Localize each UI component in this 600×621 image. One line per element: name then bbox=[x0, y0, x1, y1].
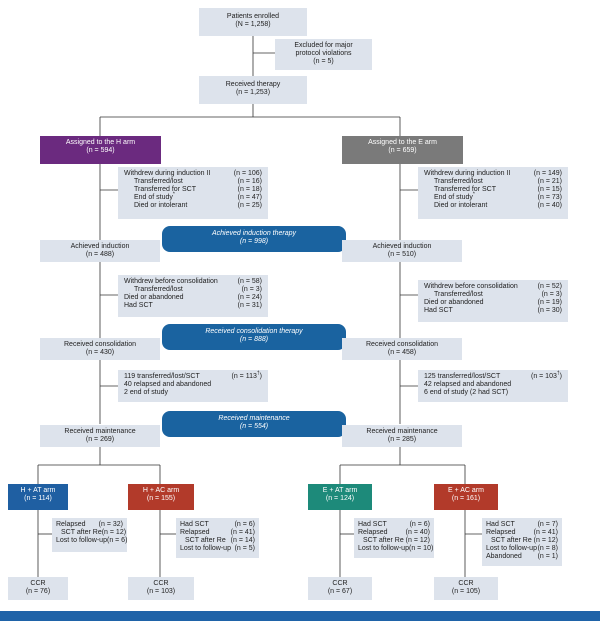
achieved-induction-pill: Achieved induction therapy (n = 998) bbox=[162, 226, 346, 252]
received-maint-h-box: Received maintenance (n = 269) bbox=[40, 425, 160, 447]
withdrew-induction-e-box: Withdrew during induction II(n = 149) Tr… bbox=[418, 167, 568, 219]
list-item: Lost to follow-up(n = 6) bbox=[56, 537, 128, 544]
received-therapy-box: Received therapy (n = 1,253) bbox=[199, 76, 307, 104]
h-arm-box: Assigned to the H arm (n = 594) bbox=[40, 136, 161, 164]
list-item: Transferred/lost(n = 21) bbox=[434, 178, 562, 185]
list-item: Relapsed(n = 41) bbox=[180, 529, 255, 536]
list-item: Withdrew during induction II(n = 149) bbox=[424, 170, 562, 177]
excluded-label-1: Excluded for major bbox=[294, 42, 353, 49]
list-item: SCT after Re(n = 12) bbox=[363, 537, 430, 544]
received-maintenance-pill: Received maintenance (n = 554) bbox=[162, 411, 346, 437]
withdrew-induction-h-box: Withdrew during induction II(n = 106) Tr… bbox=[118, 167, 268, 219]
received-consolidation-pill: Received consolidation therapy (n = 888) bbox=[162, 324, 346, 350]
ccr-h-at-box: CCR (n = 76) bbox=[8, 577, 68, 600]
list-item: SCT after Re(n = 12) bbox=[61, 529, 127, 536]
received-maint-e-box: Received maintenance (n = 285) bbox=[342, 425, 462, 447]
list-item: Withdrew before consolidation(n = 58) bbox=[124, 278, 262, 285]
list-item: End of study*(n = 73) bbox=[434, 191, 562, 201]
h-at-arm-box: H + AT arm (n = 114) bbox=[8, 484, 68, 510]
list-item: Withdrew during induction II(n = 106) bbox=[124, 170, 262, 177]
received-consol-e-box: Received consolidation (n = 458) bbox=[342, 338, 462, 360]
list-item: Died or abandoned(n = 24) bbox=[124, 294, 262, 301]
bottom-accent-bar bbox=[0, 611, 600, 621]
list-item: Had SCT(n = 6) bbox=[180, 521, 255, 528]
e-at-arm-box: E + AT arm (n = 124) bbox=[308, 484, 372, 510]
enrolled-label: Patients enrolled bbox=[226, 13, 280, 20]
received-therapy-count: (n = 1,253) bbox=[235, 89, 271, 96]
ccr-e-ac-box: CCR (n = 105) bbox=[434, 577, 498, 600]
list-item: Died or abandoned(n = 19) bbox=[424, 299, 562, 306]
list-item: Had SCT(n = 7) bbox=[486, 521, 558, 528]
list-item: Transferred/lost(n = 16) bbox=[134, 178, 262, 185]
h-at-outcomes-box: Relapsed(n = 32) SCT after Re(n = 12) Lo… bbox=[52, 518, 127, 552]
list-item: SCT after Re(n = 14) bbox=[185, 537, 255, 544]
excluded-count: (n = 5) bbox=[313, 58, 334, 65]
e-ac-outcomes-box: Had SCT(n = 7) Relapsed(n = 41) SCT afte… bbox=[482, 518, 562, 566]
enrolled-count: (N = 1,258) bbox=[235, 21, 271, 28]
ccr-h-ac-box: CCR (n = 103) bbox=[128, 577, 194, 600]
list-item: Transferred for SCT(n = 18) bbox=[134, 186, 262, 193]
list-item: Transferred for SCT(n = 15) bbox=[434, 186, 562, 193]
list-item: Relapsed(n = 41) bbox=[486, 529, 558, 536]
e-arm-label: Assigned to the E arm bbox=[368, 139, 437, 146]
list-item: Lost to follow-up(n = 8) bbox=[486, 545, 558, 552]
list-item: Had SCT(n = 6) bbox=[358, 521, 430, 528]
h-ac-arm-box: H + AC arm (n = 155) bbox=[128, 484, 194, 510]
list-item: Lost to follow-up(n = 5) bbox=[180, 545, 255, 552]
list-item: Lost to follow-up(n = 10) bbox=[358, 545, 434, 552]
list-item: Had SCT(n = 31) bbox=[124, 302, 262, 309]
received-consol-h-box: Received consolidation (n = 430) bbox=[40, 338, 160, 360]
h-arm-count: (n = 594) bbox=[86, 147, 115, 154]
withdrew-consol-e-box: Withdrew before consolidation(n = 52) Tr… bbox=[418, 280, 568, 322]
excluded-label-2: protocol violations bbox=[295, 50, 352, 57]
e-ac-arm-box: E + AC arm (n = 161) bbox=[434, 484, 498, 510]
list-item: Had SCT(n = 30) bbox=[424, 307, 562, 314]
achieved-induction-h-box: Achieved induction (n = 488) bbox=[40, 240, 160, 262]
post-consol-e-box: 125 transferred/lost/SCT(n = 103†) 42 re… bbox=[418, 370, 568, 402]
list-item: Relapsed(n = 32) bbox=[56, 521, 123, 528]
excluded-box: Excluded for major protocol violations (… bbox=[275, 39, 372, 70]
received-therapy-label: Received therapy bbox=[225, 81, 281, 88]
list-item: Withdrew before consolidation(n = 52) bbox=[424, 283, 562, 290]
pill-induction-count: (n = 998) bbox=[239, 238, 269, 245]
list-item: Died or intolerant(n = 25) bbox=[134, 202, 262, 209]
list-item: Died or intolerant(n = 40) bbox=[434, 202, 562, 209]
list-item: Abandoned(n = 1) bbox=[486, 553, 558, 560]
ccr-e-at-box: CCR (n = 67) bbox=[308, 577, 372, 600]
list-item: Relapsed(n = 40) bbox=[358, 529, 430, 536]
withdrew-consol-h-box: Withdrew before consolidation(n = 58) Tr… bbox=[118, 275, 268, 317]
h-arm-label: Assigned to the H arm bbox=[65, 139, 136, 146]
list-item: Transferred/lost(n = 3) bbox=[434, 291, 562, 298]
patients-enrolled-box: Patients enrolled (N = 1,258) bbox=[199, 8, 307, 36]
e-arm-count: (n = 659) bbox=[388, 147, 417, 154]
list-item: End of study*(n = 47) bbox=[134, 191, 262, 201]
post-consol-h-box: 119 transferred/lost/SCT(n = 113†) 40 re… bbox=[118, 370, 268, 402]
list-item: SCT after Re(n = 12) bbox=[491, 537, 558, 544]
list-item: Transferred/lost(n = 3) bbox=[134, 286, 262, 293]
e-arm-box: Assigned to the E arm (n = 659) bbox=[342, 136, 463, 164]
pill-induction-label: Achieved induction therapy bbox=[211, 230, 297, 237]
achieved-induction-e-box: Achieved induction (n = 510) bbox=[342, 240, 462, 262]
e-at-outcomes-box: Had SCT(n = 6) Relapsed(n = 40) SCT afte… bbox=[354, 518, 434, 558]
h-ac-outcomes-box: Had SCT(n = 6) Relapsed(n = 41) SCT afte… bbox=[176, 518, 259, 558]
